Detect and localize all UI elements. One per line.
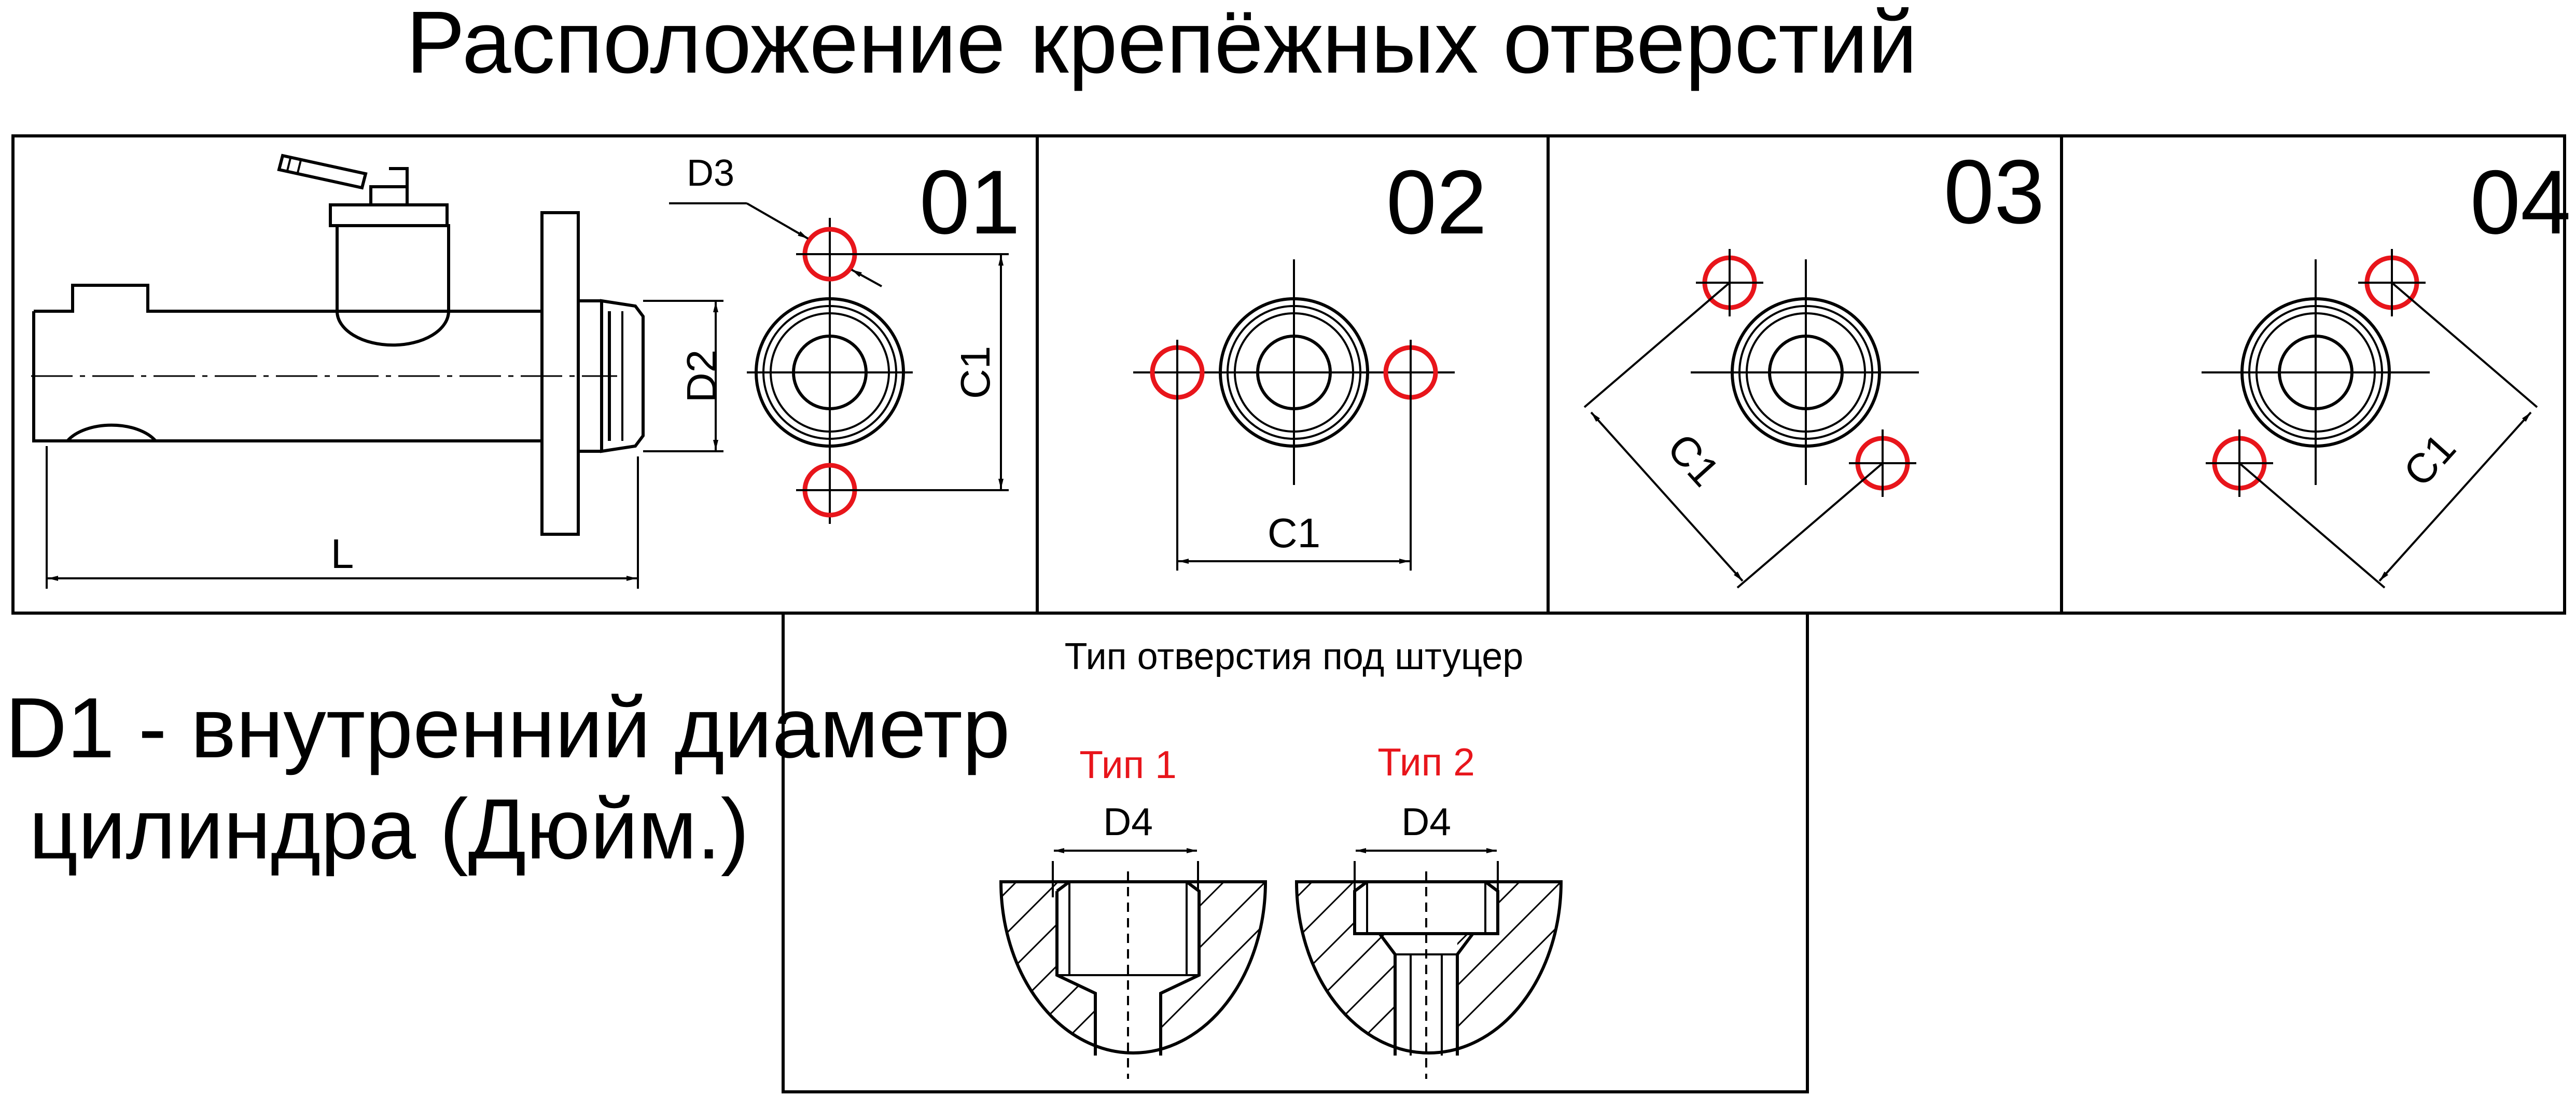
dimension-c1: C1: [856, 253, 1009, 491]
cylinder-front-view: [1133, 259, 1455, 485]
dimension-l: L: [46, 446, 639, 589]
dim-label-c1: C1: [1268, 510, 1320, 556]
type2-label: Тип 2: [1377, 740, 1475, 784]
dimension-c1: C1: [2238, 282, 2538, 589]
d1-note-line2: цилиндра (Дюйм.): [5, 781, 749, 877]
panel-number: 02: [1386, 152, 1487, 253]
dimension-c1: C1: [1176, 399, 1412, 571]
cylinder-front-view: [1691, 259, 1919, 485]
panel-04: 04 C1: [2202, 152, 2571, 589]
d1-note: D1 - внутренний диаметр цилиндра (Дюйм.): [5, 680, 1010, 877]
dimension-c1: C1: [1583, 282, 1884, 589]
type1-dim-label: D4: [1103, 800, 1153, 843]
dim-label-d3: D3: [687, 152, 734, 194]
mounting-hole-bottom: [796, 463, 864, 518]
page-title: Расположение крепёжных отверстий: [406, 0, 1917, 92]
fitting-type-2: Тип 2 D4: [1294, 740, 1563, 1079]
dim-label-l: L: [331, 531, 354, 577]
fitting-heading: Тип отверстия под штуцер: [1065, 636, 1524, 677]
type2-dim-label: D4: [1401, 800, 1451, 843]
mounting-hole-right: [1383, 340, 1438, 405]
dim-label-c1: C1: [952, 346, 998, 399]
panel-02: 02 C1: [1133, 152, 1487, 571]
cylinder-front-view: [747, 218, 913, 524]
panel-01: 01 L: [31, 152, 1020, 589]
cylinder-front-view: [2202, 259, 2430, 485]
panel-03: 03 C1: [1583, 142, 2045, 589]
type1-label: Тип 1: [1079, 743, 1177, 786]
panel-frames: [11, 134, 2566, 1093]
dim-label-d2: D2: [678, 350, 725, 403]
panel-number: 03: [1944, 142, 2045, 243]
panel-number: 04: [2470, 152, 2571, 253]
panel-number: 01: [920, 152, 1021, 253]
dim-label-c1: C1: [1659, 425, 1729, 495]
fitting-type-1: Тип 1 D4: [999, 743, 1268, 1079]
dim-label-c1: C1: [2394, 425, 2464, 495]
mounting-hole-top: [796, 227, 864, 282]
d1-note-line1: D1 - внутренний диаметр: [5, 680, 1010, 775]
cylinder-side-view: [31, 154, 645, 536]
fitting-hole-types: Тип отверстия под штуцер Тип 1 D4: [999, 636, 1563, 1079]
dimension-d3: D3: [669, 152, 882, 287]
dimension-d2: D2: [643, 300, 725, 452]
mounting-hole-left: [1150, 340, 1205, 405]
